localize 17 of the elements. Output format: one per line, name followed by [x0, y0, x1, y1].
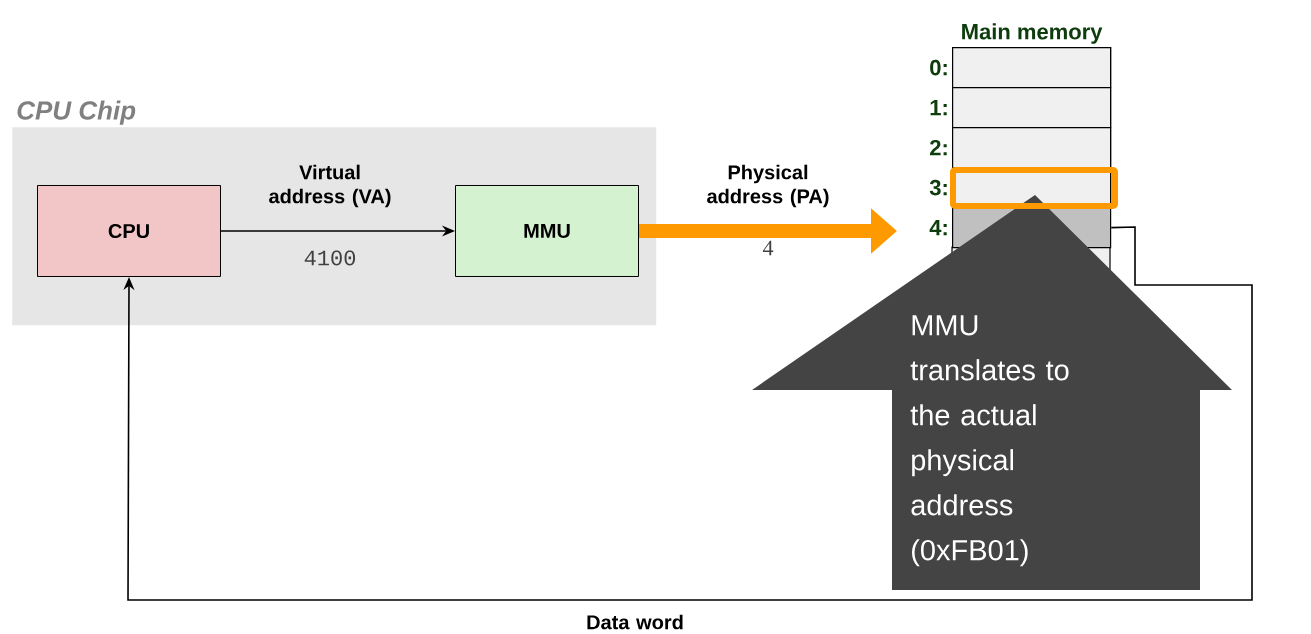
memory-cell: 0:	[930, 47, 1112, 89]
edge-label: Virtual address (VA)	[269, 164, 391, 208]
node-label: 3:	[929, 179, 947, 196]
arrow	[123, 226, 1253, 601]
node-label: 4:	[929, 220, 947, 236]
node-label: 2:	[930, 139, 947, 156]
memory-cell: 1:	[930, 87, 1112, 129]
unit-box: MMU	[455, 185, 639, 277]
node-label: 0:	[930, 59, 947, 76]
node-label: Main memory	[962, 23, 1103, 44]
address-value: 4	[762, 240, 774, 256]
node-label: 1:	[930, 100, 947, 116]
memory-cell: 2:	[930, 127, 1112, 169]
unit-box: CPU	[37, 185, 221, 277]
address-value: 4100	[304, 250, 356, 266]
edge-label: Data word	[587, 614, 683, 630]
node-label: CPU Chip	[17, 100, 136, 125]
